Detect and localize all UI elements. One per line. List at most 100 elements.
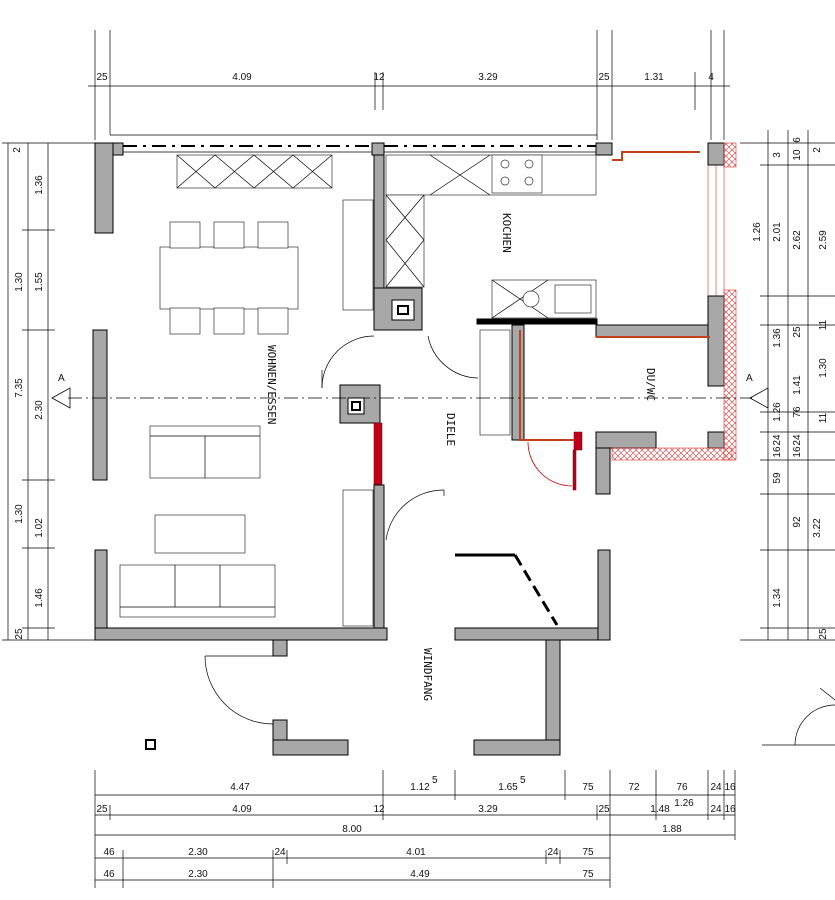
dim-left-c: 1.30 <box>14 272 25 292</box>
room-label-kochen: KOCHEN <box>500 213 513 253</box>
section-mark-left: A <box>58 373 65 384</box>
room-label-windfang: WINDFANG <box>421 648 434 701</box>
dim-bottom-r1-b-sup: 5 <box>432 775 438 786</box>
wall-left-lower <box>94 549 108 641</box>
dim-right-r13: 1.30 <box>818 358 829 378</box>
dim-left-f: 2.30 <box>34 400 45 420</box>
dim-right-r7: 2.62 <box>792 230 803 250</box>
dim-top-f: 1.31 <box>644 72 664 83</box>
room-label-diele: DIELE <box>444 413 457 446</box>
dim-right-r18: 16 <box>772 446 783 458</box>
dim-top-a: 25 <box>96 72 108 83</box>
dim-bottom-r3-b: 1.88 <box>662 824 682 835</box>
dining-table <box>159 246 299 310</box>
dim-bottom-r1-e: 72 <box>628 782 640 793</box>
wall-bottom-right <box>454 627 611 641</box>
room-label-wohnen: WOHNEN/ESSEN <box>265 345 278 424</box>
dim-bottom-r1-f: 76 <box>676 782 688 793</box>
dim-top-d: 3.29 <box>478 72 498 83</box>
dim-bottom-r4-a: 46 <box>103 847 115 858</box>
right-dimension-chain: 6 3 10 2 1.26 2.01 2.62 2.59 1.36 25 11 … <box>740 130 835 746</box>
dim-left-d: 1.55 <box>34 272 45 292</box>
dim-top-e: 25 <box>598 72 610 83</box>
dim-right-r21: 59 <box>772 472 783 484</box>
dim-right-r11: 11 <box>818 319 829 330</box>
dim-left-h: 1.02 <box>34 518 45 538</box>
dim-right-r24: 1.34 <box>772 588 783 608</box>
dim-bottom-r5-a: 46 <box>103 869 115 880</box>
dim-right-r12: 1.41 <box>792 375 803 395</box>
dim-right-r25: 25 <box>818 628 829 640</box>
dim-right-r14: 76 <box>792 406 803 418</box>
dim-right-r19: 24 <box>792 434 803 446</box>
dim-bottom-r1-h: 16 <box>724 782 736 793</box>
dim-bottom-r4-c: 24 <box>274 847 286 858</box>
dim-right-r22: 92 <box>792 516 803 528</box>
dim-left-e: 7.35 <box>14 378 25 398</box>
dim-bottom-r2-h: 24 <box>710 804 722 815</box>
doors <box>204 335 573 725</box>
dim-bottom-r4-d: 4.01 <box>406 847 426 858</box>
bottom-dimension-chain: 4.47 1.12 5 1.65 5 75 72 76 24 16 25 4.0… <box>94 770 736 888</box>
dim-bottom-r1-c: 1.65 <box>498 782 518 793</box>
section-line: A A <box>51 373 769 409</box>
left-dimension-chain: 2 1.36 1.30 1.55 7.35 2.30 1.30 1.02 1.4… <box>2 142 95 641</box>
dim-bottom-r5-c: 4.49 <box>410 869 430 880</box>
dim-bottom-r2-d: 3.29 <box>478 804 498 815</box>
dim-bottom-r5-d: 75 <box>582 869 594 880</box>
dim-bottom-r1-d: 75 <box>582 782 594 793</box>
room-labels: WOHNEN/ESSEN KOCHEN DIELE DU/WC WINDFANG <box>265 213 657 701</box>
dim-right-r9: 1.36 <box>772 328 783 348</box>
windfang-wall-right <box>545 639 561 756</box>
wall-bottom-left <box>94 627 388 641</box>
room-label-duwc: DU/WC <box>644 368 657 401</box>
dim-right-r5: 1.26 <box>752 222 763 242</box>
red-wall-segment <box>373 422 383 486</box>
dim-right-r8: 2.59 <box>818 230 829 250</box>
dim-bottom-r4-f: 75 <box>582 847 594 858</box>
dim-right-r23: 3.22 <box>812 518 823 538</box>
wall-duwc-left <box>511 324 525 441</box>
dim-bottom-r2-a: 25 <box>96 804 108 815</box>
top-dimension-chain: 25 4.09 12 3.29 25 1.31 4 <box>88 30 730 140</box>
dim-left-i: 1.46 <box>34 588 45 608</box>
dim-right-r10: 25 <box>792 326 803 338</box>
dim-right-r16: 11 <box>818 412 829 423</box>
dim-top-g: 4 <box>708 72 714 83</box>
dim-bottom-r4-b: 2.30 <box>188 847 208 858</box>
dim-bottom-r1-a: 4.47 <box>230 782 250 793</box>
dim-bottom-r3-a: 8.00 <box>342 824 362 835</box>
dim-bottom-r5-b: 2.30 <box>188 869 208 880</box>
coffee-table <box>154 514 246 554</box>
dim-bottom-r2-e: 25 <box>598 804 610 815</box>
dim-right-r17: 24 <box>772 434 783 446</box>
kitchen-furniture <box>176 154 597 319</box>
dim-top-b: 4.09 <box>232 72 252 83</box>
dim-bottom-r2-b: 4.09 <box>232 804 252 815</box>
dim-bottom-r1-b: 1.12 <box>410 782 430 793</box>
cabinet <box>342 489 374 627</box>
wall-left-upper <box>94 142 114 234</box>
dim-bottom-r2-f: 1.48 <box>650 804 670 815</box>
dim-bottom-r1-c-sup: 5 <box>520 775 526 786</box>
dim-right-r1: 6 <box>792 137 803 143</box>
dim-top-c: 12 <box>373 72 385 83</box>
dim-left-g: 1.30 <box>14 504 25 524</box>
dim-left-b: 1.36 <box>34 175 45 195</box>
dim-right-r3: 10 <box>792 149 803 161</box>
dim-right-r6: 2.01 <box>772 222 783 242</box>
walls <box>92 142 737 756</box>
wall-left-window <box>92 329 108 481</box>
dim-right-r15: 1.26 <box>772 402 783 422</box>
dim-bottom-r4-e: 24 <box>547 847 559 858</box>
dim-bottom-r2-i: 16 <box>724 804 736 815</box>
living-furniture <box>119 221 511 627</box>
dim-bottom-r1-g: 24 <box>710 782 722 793</box>
dim-left-a: 2 <box>12 147 23 153</box>
dim-right-r4: 2 <box>812 147 823 153</box>
dim-bottom-r2-c: 12 <box>373 804 385 815</box>
dim-right-r2: 3 <box>772 152 783 158</box>
dim-right-r20: 16 <box>792 446 803 458</box>
dim-bottom-r2-g: 1.26 <box>674 798 694 809</box>
